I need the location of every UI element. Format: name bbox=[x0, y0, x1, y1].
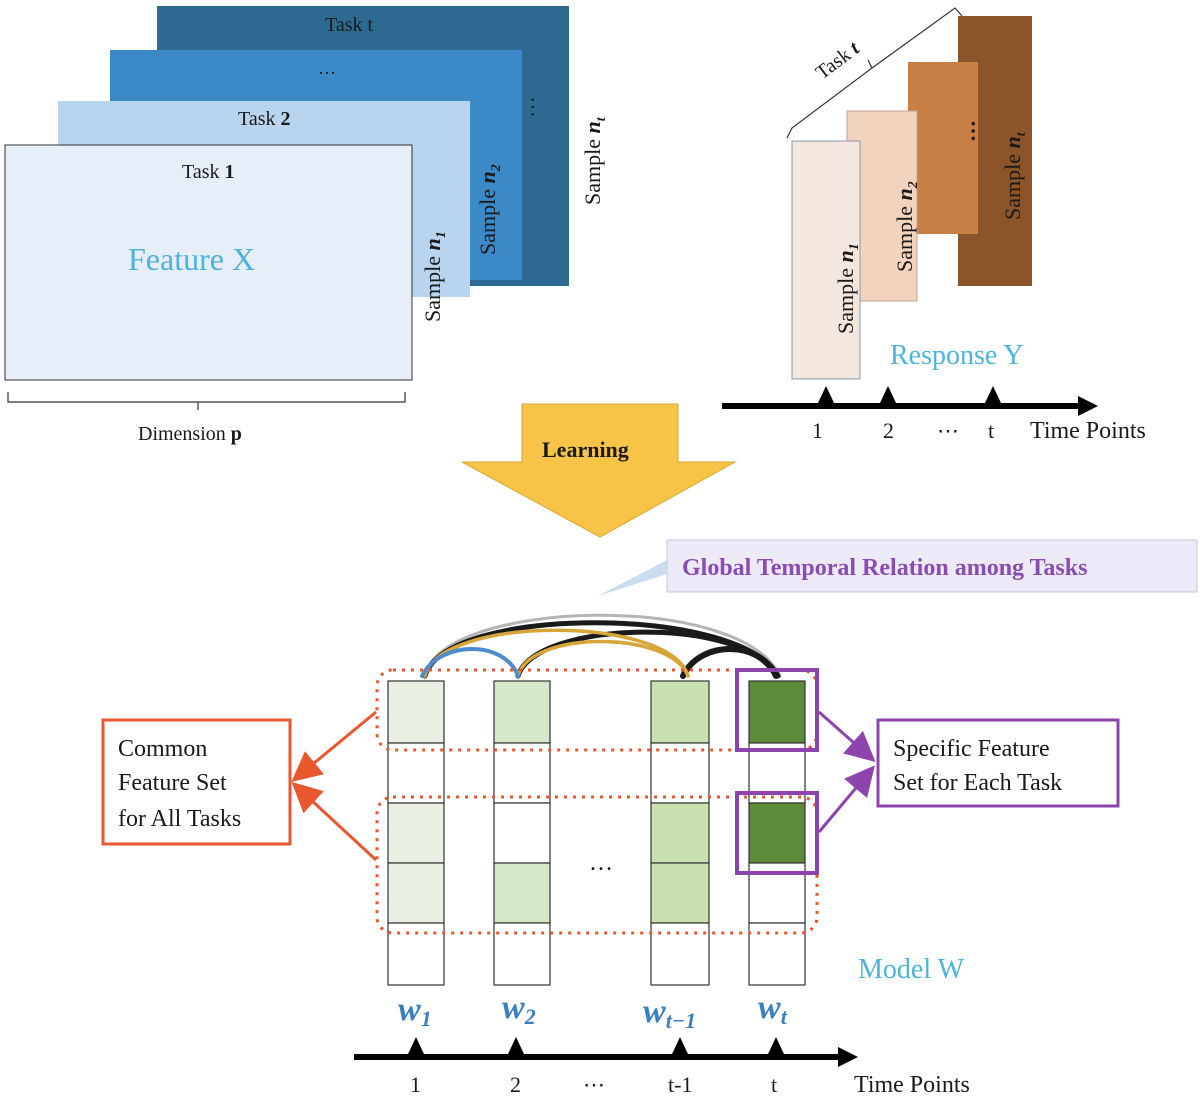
feature-layer-2-sample: Sample n2 bbox=[475, 164, 504, 255]
learning-arrow: Learning bbox=[461, 403, 737, 538]
feature-layer-1 bbox=[4, 144, 413, 381]
label-w1: w1 bbox=[398, 991, 432, 1031]
specific-arrow-bottom bbox=[817, 765, 875, 833]
feature-layer-t-sample: Sample nt bbox=[580, 116, 609, 205]
w2-cell-4 bbox=[493, 862, 551, 924]
dimension-brace bbox=[7, 392, 406, 410]
feature-layer-1-task: Task 1 bbox=[182, 161, 234, 183]
response-timeline-arrowhead bbox=[1078, 396, 1098, 416]
model-tick-label-dots: ⋯ bbox=[583, 1072, 605, 1097]
response-tick-t bbox=[985, 386, 1001, 403]
common-feature-line-3: for All Tasks bbox=[118, 806, 241, 832]
response-stack: Sample nt … Sample n2 Sample n1 Task t R… bbox=[722, 7, 1146, 444]
wtm1-cell-2 bbox=[650, 742, 710, 804]
dimension-label: Dimension p bbox=[138, 423, 242, 445]
feature-layer-dots-sample: … bbox=[514, 96, 539, 118]
w1-cell-3 bbox=[387, 802, 445, 864]
w2-cell-1 bbox=[493, 680, 551, 744]
response-bar-dots-label: … bbox=[955, 120, 980, 142]
wtm1-cell-1 bbox=[650, 680, 710, 744]
model-tick-label-t: t bbox=[771, 1072, 777, 1097]
model-tick-2 bbox=[508, 1037, 524, 1054]
global-relation-box bbox=[666, 539, 1198, 593]
response-bar-1 bbox=[791, 140, 861, 380]
common-arrow-bottom bbox=[291, 781, 378, 862]
common-feature-line-2: Feature Set bbox=[118, 770, 227, 796]
specific-box-bottom bbox=[735, 791, 819, 875]
relation-arcs bbox=[420, 613, 782, 679]
w2-cell-2 bbox=[493, 742, 551, 804]
feature-layer-1-sample: Sample n1 bbox=[420, 231, 449, 322]
w1-cell-4 bbox=[387, 862, 445, 924]
specific-box-top bbox=[735, 668, 819, 752]
global-relation-pointer bbox=[598, 560, 667, 596]
common-group-bottom bbox=[375, 795, 819, 935]
common-feature-callout: Common Feature Set for All Tasks bbox=[101, 710, 378, 862]
w1-cell-1 bbox=[387, 680, 445, 744]
label-wt: wt bbox=[758, 989, 788, 1029]
model-column-labels: w1 w2 wt−1 wt bbox=[398, 989, 788, 1033]
response-timeline-label: Time Points bbox=[1030, 418, 1146, 444]
wt-cell-3 bbox=[748, 802, 806, 864]
model-tick-label-1: 1 bbox=[410, 1072, 421, 1097]
learning-arrow-shape bbox=[461, 403, 737, 538]
response-tick-label-1: 1 bbox=[812, 418, 823, 443]
feature-layer-t-task-prefix: Task t bbox=[325, 14, 373, 36]
model-timeline-label: Time Points bbox=[854, 1072, 970, 1098]
response-tick-label-2: 2 bbox=[883, 418, 894, 443]
label-wtm1: wt−1 bbox=[643, 993, 696, 1033]
response-y-title: Response Y bbox=[890, 340, 1024, 371]
model-tick-tm1 bbox=[672, 1037, 688, 1054]
wtm1-cell-3 bbox=[650, 802, 710, 864]
arc-gray-wide bbox=[423, 613, 782, 678]
model-w-title: Model W bbox=[858, 954, 965, 985]
specific-feature-line-2: Set for Each Task bbox=[893, 770, 1062, 796]
model-columns: … bbox=[375, 668, 819, 986]
learning-arrow-label: Learning bbox=[542, 437, 629, 462]
response-tick-2 bbox=[880, 386, 896, 403]
arc-gold-2 bbox=[516, 639, 690, 678]
common-feature-box bbox=[101, 718, 292, 846]
model-timeline: 1 2 ⋯ t-1 t Time Points bbox=[354, 1037, 970, 1098]
model-timeline-arrowhead bbox=[838, 1047, 858, 1067]
model-tick-t bbox=[768, 1037, 784, 1054]
feature-x-title: Feature X bbox=[128, 241, 255, 277]
wt-cell-1 bbox=[748, 680, 806, 744]
response-tick-label-t: t bbox=[988, 418, 994, 443]
specific-arrow-top bbox=[818, 710, 876, 762]
task-brace-label: Task t bbox=[812, 37, 865, 84]
specific-feature-callout: Specific Feature Set for Each Task bbox=[817, 710, 1120, 833]
arc-blue bbox=[420, 647, 520, 678]
model-tick-label-2: 2 bbox=[510, 1072, 521, 1097]
model-tick-1 bbox=[408, 1037, 424, 1054]
feature-layer-2-task: Task 2 bbox=[238, 108, 290, 130]
common-arrow-top bbox=[291, 710, 377, 782]
response-tick-label-dots: ⋯ bbox=[937, 418, 959, 443]
specific-feature-box bbox=[876, 718, 1120, 808]
model-tick-label-tm1: t-1 bbox=[668, 1072, 692, 1097]
response-bar-2-label: Sample n2 bbox=[892, 181, 921, 272]
w2-cell-5 bbox=[493, 922, 551, 986]
model-ellipsis: … bbox=[589, 850, 613, 876]
specific-feature-line-1: Specific Feature bbox=[893, 736, 1050, 762]
task-brace bbox=[786, 7, 963, 139]
global-relation-label: Global Temporal Relation among Tasks bbox=[682, 555, 1087, 581]
global-relation-callout: Global Temporal Relation among Tasks bbox=[598, 539, 1198, 596]
response-bar-t-label: Sample nt bbox=[1000, 131, 1029, 220]
common-feature-line-1: Common bbox=[118, 736, 207, 762]
label-w2: w2 bbox=[502, 989, 536, 1029]
arc-black-3 bbox=[680, 646, 779, 679]
response-tick-1 bbox=[818, 386, 834, 403]
feature-stack: Task t Sample nt … … Task 2 Sample n2 Ta… bbox=[4, 6, 609, 445]
response-bar-1-label: Sample n1 bbox=[833, 243, 862, 334]
feature-layer-dots-task: … bbox=[318, 58, 336, 78]
response-bar-dots bbox=[908, 62, 978, 234]
wtm1-cell-4 bbox=[650, 862, 710, 924]
w1-cell-2 bbox=[387, 742, 445, 804]
w2-cell-3 bbox=[493, 802, 551, 864]
